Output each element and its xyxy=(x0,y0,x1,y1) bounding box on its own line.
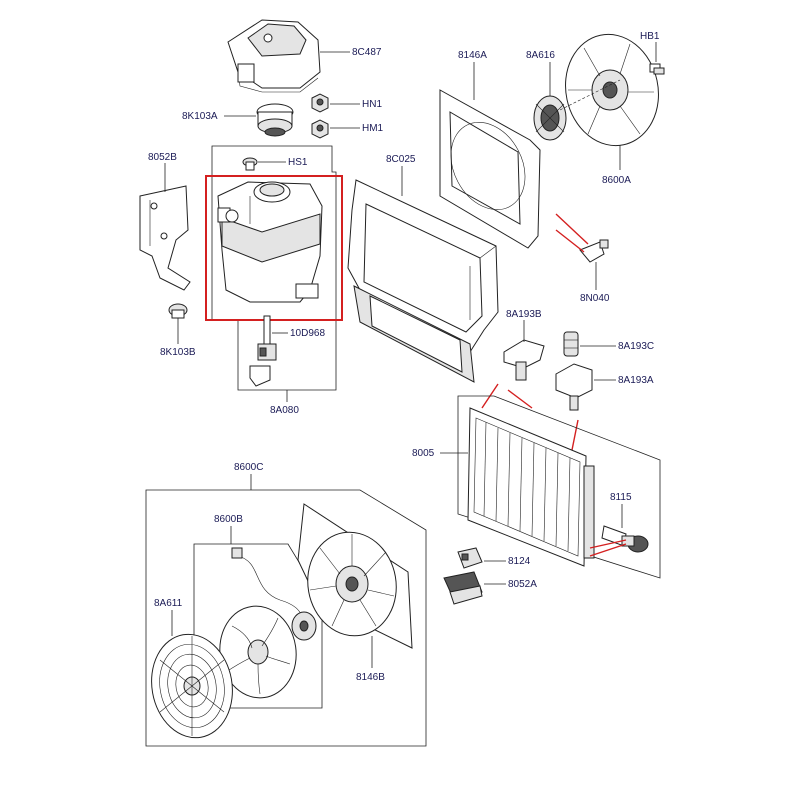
plug-8k103b xyxy=(168,303,188,319)
label-8N040: 8N040 xyxy=(580,293,610,304)
label-8600B: 8600B xyxy=(214,514,243,525)
label-10D968: 10D968 xyxy=(290,328,325,339)
bracket-8a193a xyxy=(555,363,593,411)
radiator-8005 xyxy=(467,407,595,567)
highlight-box xyxy=(205,175,343,321)
label-8115: 8115 xyxy=(610,492,632,503)
label-8600A: 8600A xyxy=(602,175,631,186)
label-8A611: 8A611 xyxy=(154,598,183,609)
callout-line-8115-a xyxy=(589,539,627,549)
label-8A616: 8A616 xyxy=(526,50,555,61)
label-8146A: 8146A xyxy=(458,50,487,61)
label-8A193A: 8A193A xyxy=(618,375,654,386)
label-HS1: HS1 xyxy=(288,157,308,168)
callout-line-8n040-a xyxy=(555,213,589,245)
label-8005: 8005 xyxy=(412,448,435,459)
label-8052B: 8052B xyxy=(148,152,177,163)
bracket-8a193b xyxy=(503,339,545,381)
callout-line-8115-b xyxy=(589,543,627,557)
label-8052A: 8052A xyxy=(508,579,537,590)
bolt-hb1 xyxy=(649,63,665,75)
label-8A193C: 8A193C xyxy=(618,341,654,352)
label-8C487: 8C487 xyxy=(352,47,382,58)
expansion-tank-cover xyxy=(227,19,321,93)
nut-hm1 xyxy=(311,119,329,139)
label-8600C: 8600C xyxy=(234,462,263,473)
label-8A080: 8A080 xyxy=(270,405,299,416)
screw-hs1 xyxy=(242,157,258,171)
callout-line-8a193b-b xyxy=(507,389,533,409)
label-8A193B: 8A193B xyxy=(506,309,542,320)
assembly-box-8005 xyxy=(457,395,661,579)
clip-8n040 xyxy=(579,239,609,263)
fan-cowl-8146a xyxy=(439,89,541,249)
label-8K103B: 8K103B xyxy=(160,347,196,358)
rubber-mount-8a193c xyxy=(563,331,579,357)
expansion-tank xyxy=(217,181,323,303)
nut-hn1 xyxy=(311,93,329,113)
label-HB1: HB1 xyxy=(640,31,660,42)
label-8146B: 8146B xyxy=(356,672,385,683)
pressure-cap xyxy=(256,103,294,137)
radiator-frame-8c025 xyxy=(347,179,499,383)
label-8C025: 8C025 xyxy=(386,154,416,165)
label-HN1: HN1 xyxy=(362,99,382,110)
bracket-8052a xyxy=(443,571,483,605)
fan-guard-8a611 xyxy=(151,633,233,739)
drain-plug-8115 xyxy=(601,525,649,553)
clip-8124 xyxy=(457,547,483,569)
fan-motor-8600b xyxy=(219,547,317,699)
callout-line-8a193a xyxy=(571,419,579,451)
label-HM1: HM1 xyxy=(362,123,384,134)
bracket-8052b xyxy=(139,185,191,291)
fan-blade-8600a xyxy=(559,33,659,147)
assembly-box-8600c xyxy=(145,489,427,747)
callout-line-8n040-b xyxy=(555,229,585,253)
sensor-10d968 xyxy=(249,315,277,387)
label-8124: 8124 xyxy=(508,556,531,567)
viscous-coupling-8a616 xyxy=(533,95,567,141)
label-8K103A: 8K103A xyxy=(182,111,218,122)
fan-shroud-8146b xyxy=(297,503,413,649)
